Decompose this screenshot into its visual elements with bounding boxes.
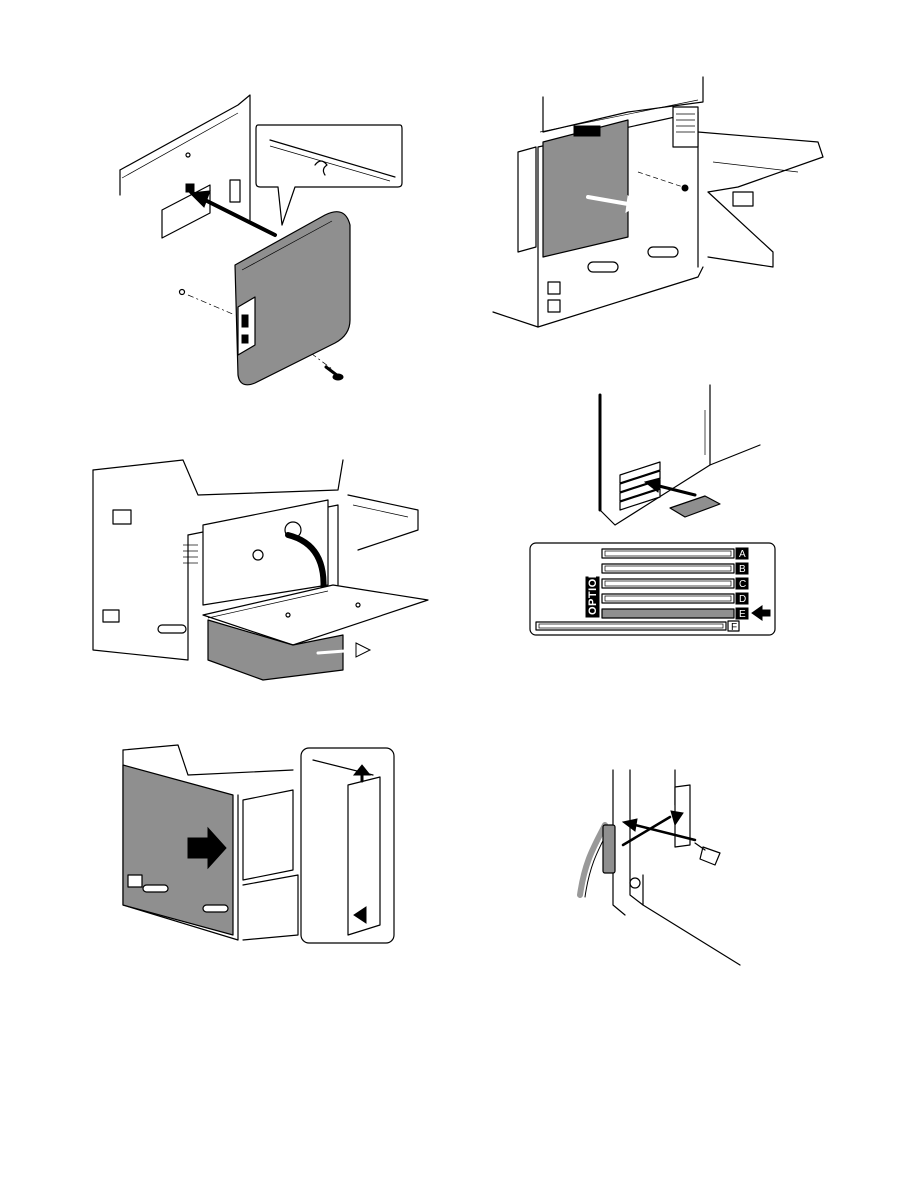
figure-memory-slot-board: OPTION A B C D E (530, 380, 780, 640)
svg-text:E: E (739, 609, 746, 620)
slot-b: B (602, 563, 748, 575)
slot-d: D (602, 593, 748, 605)
option-label: OPTION (587, 570, 599, 615)
figure-side-panel-slide (118, 745, 398, 950)
slot-a: A (602, 548, 748, 560)
figure-side-cover-install (110, 85, 410, 385)
svg-text:B: B (739, 564, 746, 575)
slot-c: C (602, 578, 748, 590)
svg-text:A: A (739, 549, 746, 560)
svg-text:C: C (739, 579, 746, 590)
svg-text:F: F (731, 622, 737, 633)
option-label-block: OPTION (586, 570, 599, 617)
svg-text:D: D (739, 594, 746, 605)
figure-rear-cover-removed (488, 72, 833, 332)
figure-front-cover-open (88, 455, 433, 685)
figure-cable-connector (575, 765, 745, 970)
